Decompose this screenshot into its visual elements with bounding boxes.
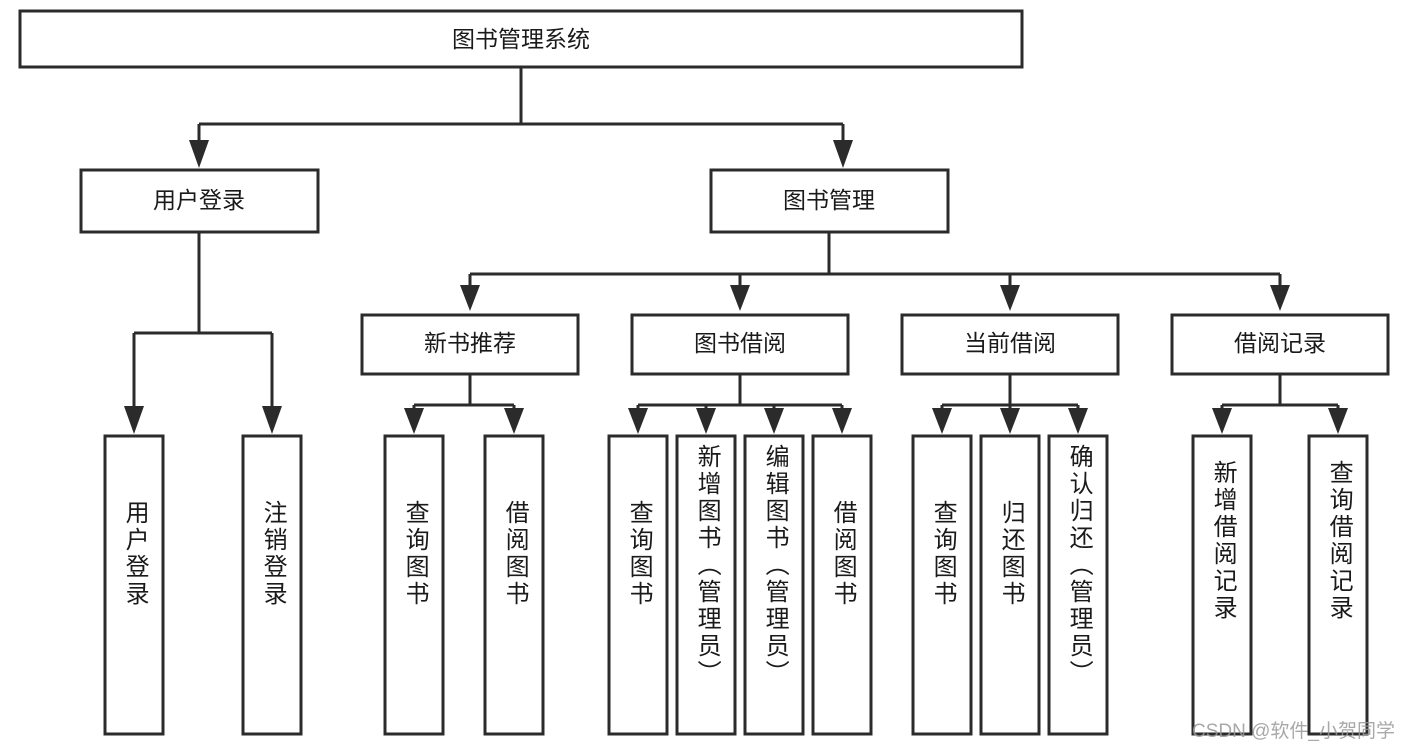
- node-borrow-record[interactable]: 借阅记录: [1170, 313, 1390, 376]
- arrow-to-book-manage: [833, 140, 853, 168]
- new-book-recommend-box[interactable]: [360, 313, 580, 376]
- connector-borrow-record-to-leaves: [1212, 374, 1348, 434]
- leaf-box-borrow-book-2[interactable]: [811, 434, 873, 736]
- book-manage-label: 图书管理: [783, 187, 875, 213]
- node-book-manage[interactable]: 图书管理: [709, 168, 950, 234]
- root-label: 图书管理系统: [452, 26, 590, 52]
- root-box[interactable]: [18, 9, 1024, 69]
- book-borrow-label: 图书借阅: [694, 330, 786, 356]
- connector-new-book-to-leaves: [404, 374, 524, 434]
- arrow-to-new-book: [460, 285, 480, 311]
- new-book-recommend-label: 新书推荐: [424, 330, 516, 356]
- arrow-to-leaf-logout: [262, 406, 282, 434]
- watermark-text: CSDN @软件_小贺同学: [1192, 721, 1395, 742]
- arrow-to-borrow-record: [1270, 285, 1290, 311]
- connector-book-borrow-to-leaves: [628, 374, 852, 434]
- arrow-to-current-borrow: [1000, 285, 1020, 311]
- leaf-box-query-book-3[interactable]: [911, 434, 973, 736]
- leaf-box-return-book[interactable]: [979, 434, 1041, 736]
- current-borrow-box[interactable]: [900, 313, 1120, 376]
- node-root[interactable]: 图书管理系统: [18, 9, 1024, 69]
- user-login-label: 用户登录: [153, 187, 245, 213]
- leaf-box-borrow-book-1[interactable]: [483, 434, 545, 736]
- leaf-box-user-login[interactable]: [103, 434, 165, 736]
- connector-current-borrow-to-leaves: [932, 374, 1088, 434]
- leaf-box-query-book-1[interactable]: [383, 434, 445, 736]
- node-user-login[interactable]: 用户登录: [79, 168, 320, 234]
- node-current-borrow[interactable]: 当前借阅: [900, 313, 1120, 376]
- connector-root-to-level2: [189, 67, 853, 168]
- leaf-box-add-book[interactable]: [675, 434, 737, 736]
- connector-book-manage-to-level3: [460, 232, 1290, 311]
- current-borrow-label: 当前借阅: [964, 330, 1056, 356]
- node-book-borrow[interactable]: 图书借阅: [630, 313, 850, 376]
- leaf-box-edit-book[interactable]: [743, 434, 805, 736]
- arrow-to-book-borrow: [730, 285, 750, 311]
- leaf-box-logout[interactable]: [241, 434, 303, 736]
- leaf-box-confirm-return[interactable]: [1047, 434, 1109, 736]
- borrow-record-label: 借阅记录: [1234, 330, 1326, 356]
- user-login-box[interactable]: [79, 168, 320, 234]
- leaf-box-add-record[interactable]: [1191, 434, 1253, 736]
- node-new-book-recommend[interactable]: 新书推荐: [360, 313, 580, 376]
- leaf-box-query-record[interactable]: [1307, 434, 1369, 736]
- connector-user-login-to-leaves: [124, 232, 282, 434]
- arrow-to-user-login: [189, 140, 209, 168]
- arrow-to-leaf-user-login: [124, 406, 144, 434]
- leaf-box-query-book-2[interactable]: [607, 434, 669, 736]
